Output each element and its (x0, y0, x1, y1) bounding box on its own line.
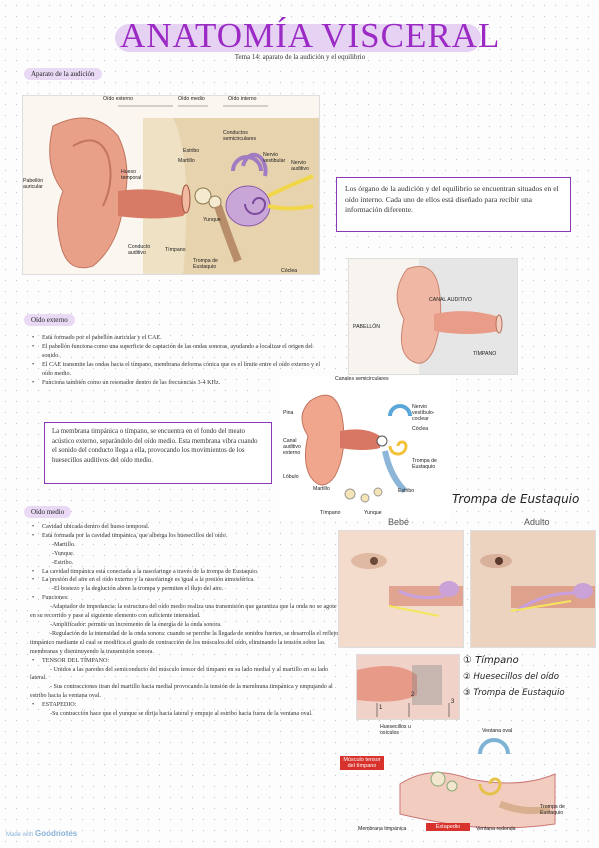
medio-bullet-tensor: TENSOR DEL TÍMPANO: (30, 657, 342, 666)
figure-ossicles: Huesecillos u osículos Ventana oval Músc… (340, 724, 585, 836)
label-trompa-3: Trompa de Eustaquio (412, 458, 437, 470)
label-membrana-timpanica: Membrana timpánica (358, 826, 407, 832)
label-pabellon: Pabellón auricular (23, 178, 44, 190)
figure-ear-canal: CANAL AUDITIVO PABELLÓN TÍMPANO (348, 258, 518, 375)
label-timpano-2: TÍMPANO (473, 351, 497, 357)
figure-middle-ear-zoom: 2 3 1 (356, 654, 460, 720)
label-ventana-redonda: Ventana redonda (476, 826, 516, 832)
baby-adult-header: Bebé Adulto (338, 517, 596, 529)
label-pina: Pina (283, 410, 294, 416)
info-box-membrana: La membrana timpánica o tímpano, se encu… (44, 422, 272, 484)
label-conducto-auditivo: Conducto auditivo (128, 244, 151, 256)
medio-bullet-4: La presión del aire en el oído externo y… (30, 576, 342, 585)
label-canal-auditivo: CANAL AUDITIVO (429, 297, 472, 303)
medio-tensor-2: - Sus contracciones tiran del martillo h… (30, 684, 333, 700)
ossicles-illustration (399, 738, 556, 829)
label-lobulo: Lóbulo (283, 474, 299, 480)
label-martillo-3: Martillo (313, 486, 330, 492)
handwritten-legend: ① Tímpano ② Huesecillos del oído ③ Tromp… (463, 653, 597, 701)
label-pabellon-2: PABELLÓN (353, 324, 381, 330)
label-huesecillos: Huesecillos u osículos (380, 724, 411, 736)
label-conductos: Conductos semicirculares (223, 130, 257, 142)
legend-item-trompa: ③ Trompa de Eustaquio (463, 688, 565, 698)
figure-ear-anatomy: Oído externo Oído medio Oído interno Con… (22, 95, 320, 275)
goodnotes-brand: Made with Goodnotes (6, 829, 77, 838)
label-trompa-5: Trompa de Eustaquio (540, 804, 565, 816)
label-bebe: Bebé (388, 517, 410, 527)
label-nervio-auditivo: Nervio auditivo (291, 160, 309, 172)
ear-canal-illustration (396, 259, 517, 374)
ear-parts-illustration (301, 394, 412, 503)
label-oido-externo: Oído externo (103, 96, 133, 102)
page-title: ANATOMÍA VISCERAL (120, 16, 501, 55)
medio-sub-estribo: -Estribo. (52, 559, 74, 566)
number-1: 1 (379, 705, 383, 711)
label-hueso-temporal: Hueso temporal (121, 169, 142, 181)
number-2: 2 (411, 692, 415, 698)
medio-bullet-estapedio: ESTAPEDIO: (30, 701, 342, 710)
label-timpano-3: Tímpano (320, 510, 341, 516)
externo-bullet-3: El CAE transmite las ondas hacia el tímp… (30, 361, 322, 379)
section-heading-externo: Oído externo (24, 314, 75, 326)
externo-bullet-2: El pabellón funciona como una superficie… (30, 343, 322, 361)
title-highlight (115, 24, 481, 52)
figure-ear-parts: Canales semicirculares Pina Nervio vestí… (280, 376, 450, 519)
medio-adaptador: -Adaptador de impedancia: la estructura … (30, 604, 337, 620)
figure-adulto (470, 530, 596, 648)
medio-sub-martillo: -Martillo. (52, 541, 76, 548)
externo-bullet-1: Está formado por el pabellón auricular y… (30, 334, 322, 343)
medio-sub-yunque: -Yunque. (52, 550, 75, 557)
label-yunque: Yunque (203, 217, 221, 223)
label-coclea: Cóclea (281, 268, 298, 274)
baby-face-illustration (339, 531, 463, 647)
label-estribo: Estribo (183, 148, 200, 154)
ear-anatomy-illustration (49, 105, 319, 274)
label-oido-medio: Oído medio (178, 96, 205, 102)
medio-bullet-funciones: Funciones: (30, 594, 342, 603)
medio-bullet-1: Cavidad ubicada dentro del hueso tempora… (30, 523, 342, 532)
label-adulto: Adulto (524, 517, 550, 527)
middle-ear-zoom-illustration (357, 655, 459, 719)
medio-regulacion: -Regulación de la intensidad de la onda … (30, 630, 339, 655)
legend-item-timpano: ① Tímpano (463, 655, 519, 666)
adult-face-illustration (471, 531, 595, 647)
brand-name: Goodnotes (35, 829, 78, 838)
label-nervio-vestibular: Nervio vestibular (263, 152, 286, 164)
medio-bullets: Cavidad ubicada dentro del hueso tempora… (30, 523, 342, 719)
label-canales: Canales semicirculares (335, 376, 389, 382)
medio-bullet-2: Está formada por la cavidad timpánica, q… (30, 532, 342, 541)
label-canal-externo: Canal auditivo externo (283, 438, 301, 456)
medio-bullet-3: La cavidad timpánica está conectada a la… (30, 568, 342, 577)
externo-bullets: Está formado por el pabellón auricular y… (30, 334, 322, 387)
tag-estapedio: Estapedio (426, 823, 470, 831)
figure-bebe (338, 530, 464, 648)
label-estribo-3: Estribo (398, 488, 415, 494)
section-heading-medio: Oído medio (24, 506, 72, 518)
externo-bullet-4: Funciona también como un resonador dentr… (30, 379, 322, 388)
label-martillo: Martillo (178, 158, 195, 164)
label-nervio-vc: Nervio vestíbulo-coclear (412, 404, 435, 422)
number-3: 3 (451, 699, 455, 705)
handwritten-trompa-title: Trompa de Eustaquio (452, 492, 580, 506)
label-coclea-3: Cóclea (412, 426, 429, 432)
section-heading-aparato: Aparato de la audición (24, 68, 102, 80)
label-yunque-3: Yunque (364, 510, 382, 516)
info-box-organos: Los órgano de la audición y del equilibr… (336, 177, 571, 232)
label-trompa: Trompa de Eustaquio (193, 258, 218, 270)
label-ventana-oval: Ventana oval (482, 728, 512, 734)
tag-musculo-tensor: Músculo tensor del tímpano (340, 756, 384, 770)
medio-estapedio-1: -Su contracción hace que el yunque se di… (50, 711, 313, 718)
label-oido-interno: Oído interno (228, 96, 257, 102)
medio-amplificador: -Amplificador: permite un incremento de … (50, 621, 222, 628)
brand-made-with: Made with (6, 832, 34, 838)
label-timpano: Tímpano (165, 247, 186, 253)
page-subtitle: Tema 14: aparato de la audición y el equ… (234, 53, 366, 61)
medio-sub-bostezo: -El bostezo y la deglución abren la trom… (52, 586, 224, 593)
medio-tensor-1: - Unidos a las paredes del semiconducto … (30, 666, 329, 682)
legend-item-huesecillos: ② Huesecillos del oído (463, 672, 559, 682)
